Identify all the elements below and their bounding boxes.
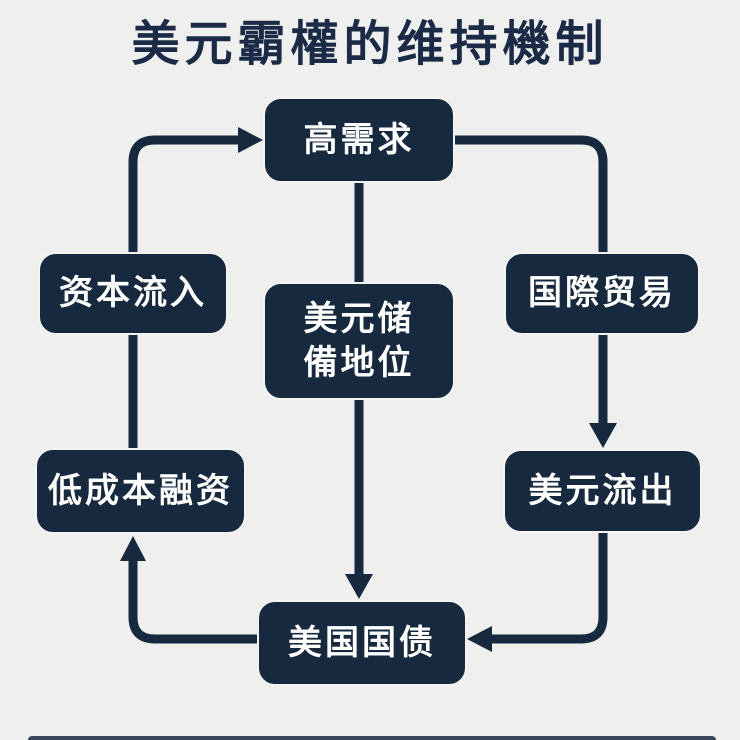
node-low-cost-financing: 低成本融资 <box>35 448 246 534</box>
arrowhead-into-outflow <box>589 423 617 448</box>
bottom-edge-strip <box>28 736 716 740</box>
edge-lowcost-to-demand <box>128 135 240 448</box>
edge-outflow-to-bonds <box>490 533 608 644</box>
arrowhead-into-demand <box>238 127 263 153</box>
node-capital-inflow: 资本流入 <box>38 252 228 335</box>
edge-demand-to-trade <box>455 135 608 253</box>
node-reserve-status: 美元储 備地位 <box>263 282 455 400</box>
node-dollar-outflow: 美元流出 <box>503 449 702 533</box>
arrowhead-into-lowcost <box>120 536 146 561</box>
arrowhead-into-bonds-top <box>345 574 373 599</box>
diagram-title: 美元霸權的维持機制 <box>131 18 609 71</box>
node-us-treasury: 美国国债 <box>257 600 467 686</box>
node-international-trade: 国際贸易 <box>504 252 700 335</box>
arrowhead-into-bonds-right <box>467 626 492 652</box>
node-high-demand: 高需求 <box>263 97 455 183</box>
edge-bonds-to-lowcost <box>128 560 257 644</box>
